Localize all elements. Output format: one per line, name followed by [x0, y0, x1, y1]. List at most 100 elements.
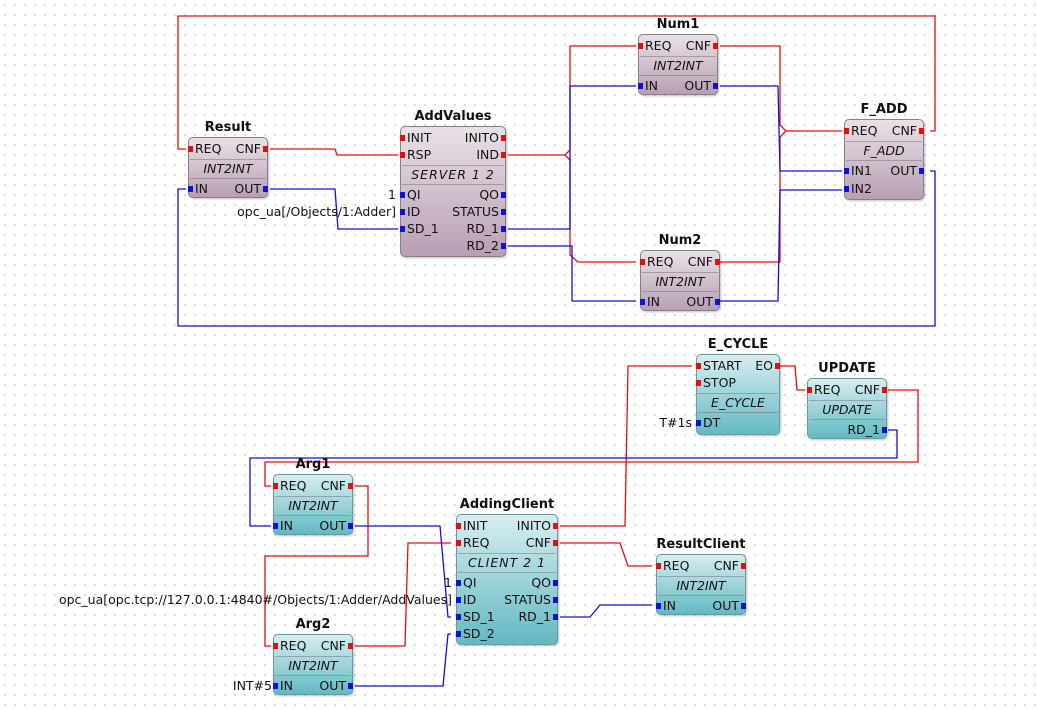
port-in[interactable]: IN — [640, 294, 660, 310]
port-inito[interactable]: INITO — [465, 130, 506, 146]
port-qo[interactable]: QO — [479, 187, 506, 203]
param-addingclient-qi[interactable]: 1 — [444, 575, 452, 590]
port-status[interactable]: STATUS — [504, 592, 558, 608]
block-addingclient[interactable]: AddingClient INIT INITO REQ CNF CLIENT 2… — [456, 497, 558, 645]
port-start[interactable]: START — [696, 358, 742, 374]
block-body — [844, 119, 924, 200]
port-req[interactable]: REQ — [273, 638, 306, 654]
block-title: AddValues — [414, 109, 492, 124]
port-req[interactable]: REQ — [273, 478, 306, 494]
port-out[interactable]: OUT — [712, 598, 746, 614]
port-out[interactable]: OUT — [890, 163, 924, 179]
wire-client-rd1-to-resultclient-in — [560, 604, 652, 618]
block-type: E_CYCLE — [711, 395, 765, 410]
block-title: AddingClient — [459, 497, 555, 512]
port-in[interactable]: IN — [656, 598, 676, 614]
wire-addvalues-rd2-to-num2-in — [508, 245, 636, 302]
param-addvalues-qi[interactable]: 1 — [388, 187, 396, 202]
param-addingclient-id[interactable]: opc_ua[opc.tcp://127.0.0.1:4840#/Objects… — [58, 592, 452, 607]
port-cnf[interactable]: CNF — [688, 254, 720, 270]
block-title: F_ADD — [860, 102, 908, 117]
block-result[interactable]: Result REQ CNF INT2INT IN OUT — [188, 120, 268, 198]
param-addvalues-id[interactable]: opc_ua[/Objects/1:Adder] — [237, 204, 396, 219]
port-rd1[interactable]: RD_1 — [847, 422, 887, 438]
port-qi[interactable]: QI — [400, 187, 421, 203]
port-status[interactable]: STATUS — [452, 204, 506, 220]
port-sd1[interactable]: SD_1 — [456, 609, 495, 625]
port-rsp[interactable]: RSP — [400, 147, 431, 163]
port-init[interactable]: INIT — [400, 130, 431, 146]
wire-arg1-cnf-to-arg2-req — [264, 485, 369, 647]
block-arg2[interactable]: Arg2 REQ CNF INT2INT IN OUT — [273, 617, 353, 695]
port-out[interactable]: OUT — [686, 294, 720, 310]
port-qi[interactable]: QI — [456, 575, 477, 591]
port-cnf[interactable]: CNF — [714, 558, 746, 574]
wire-arg2-out-to-client-sd2 — [355, 633, 451, 687]
block-arg1[interactable]: Arg1 REQ CNF INT2INT IN OUT — [273, 457, 353, 535]
wire-ecycle-eo-to-update-req — [780, 365, 805, 391]
port-in[interactable]: IN — [273, 518, 293, 534]
block-f-add[interactable]: F_ADD REQ CNF F_ADD IN1 OUT IN2 — [844, 102, 924, 200]
port-out[interactable]: OUT — [684, 78, 718, 94]
port-rd2[interactable]: RD_2 — [466, 238, 506, 254]
port-req[interactable]: REQ — [807, 382, 840, 398]
wire-result-out-to-addvalues-sd1 — [270, 188, 398, 230]
port-cnf[interactable]: CNF — [686, 38, 718, 54]
wire-num2-cnf-to-fadd-req — [720, 130, 787, 263]
port-in[interactable]: IN — [273, 678, 293, 694]
block-update[interactable]: UPDATE REQ CNF UPDATE RD_1 — [807, 361, 887, 439]
block-type: INT2INT — [655, 274, 705, 289]
block-num1[interactable]: Num1 REQ CNF INT2INT IN OUT — [638, 17, 718, 95]
param-e-cycle-dt[interactable]: T#1s — [659, 415, 692, 430]
port-cnf[interactable]: CNF — [892, 123, 924, 139]
block-resultclient[interactable]: ResultClient REQ CNF INT2INT IN OUT — [656, 537, 746, 615]
block-title: UPDATE — [818, 361, 876, 376]
port-inito[interactable]: INITO — [517, 518, 558, 534]
port-req[interactable]: REQ — [844, 123, 877, 139]
port-id[interactable]: ID — [456, 592, 476, 608]
block-num2[interactable]: Num2 REQ CNF INT2INT IN OUT — [640, 233, 720, 311]
wire-fadd-cnf-to-result-req — [177, 15, 936, 150]
block-e-cycle[interactable]: E_CYCLE START EO STOP E_CYCLE DT — [696, 337, 780, 435]
block-body — [456, 514, 558, 645]
port-rd1[interactable]: RD_1 — [518, 609, 558, 625]
port-eo[interactable]: EO — [755, 358, 780, 374]
port-out[interactable]: OUT — [319, 518, 353, 534]
wire-num1-out-to-fadd-in1 — [720, 85, 842, 172]
port-cnf[interactable]: CNF — [526, 535, 558, 551]
port-cnf[interactable]: CNF — [855, 382, 887, 398]
port-id[interactable]: ID — [400, 204, 420, 220]
wire-num1-cnf-to-fadd-req — [720, 45, 842, 132]
port-cnf[interactable]: CNF — [321, 638, 353, 654]
port-req[interactable]: REQ — [640, 254, 673, 270]
port-cnf[interactable]: CNF — [236, 141, 268, 157]
port-qo[interactable]: QO — [531, 575, 558, 591]
port-dt[interactable]: DT — [696, 415, 720, 431]
port-req[interactable]: REQ — [656, 558, 689, 574]
port-cnf[interactable]: CNF — [321, 478, 353, 494]
port-in2[interactable]: IN2 — [844, 181, 872, 197]
port-in[interactable]: IN — [188, 181, 208, 197]
wire-update-rd1-to-arg1-in — [249, 429, 898, 527]
block-type: F_ADD — [863, 143, 905, 158]
port-req[interactable]: REQ — [188, 141, 221, 157]
port-out[interactable]: OUT — [319, 678, 353, 694]
port-sd1[interactable]: SD_1 — [400, 221, 439, 237]
wire-fadd-out-to-result-in — [177, 170, 936, 327]
wire-num2-out-to-fadd-in2 — [720, 189, 842, 302]
port-req[interactable]: REQ — [456, 535, 489, 551]
port-req[interactable]: REQ — [638, 38, 671, 54]
port-sd2[interactable]: SD_2 — [456, 626, 495, 642]
wire-arg1-out-to-client-sd1 — [355, 525, 451, 618]
port-rd1[interactable]: RD_1 — [466, 221, 506, 237]
port-in1[interactable]: IN1 — [844, 163, 872, 179]
block-addvalues[interactable]: AddValues INIT INITO RSP IND SERVER 1 2 … — [400, 109, 506, 257]
port-init[interactable]: INIT — [456, 518, 487, 534]
port-out[interactable]: OUT — [234, 181, 268, 197]
wire-addvalues-ind-to-num1-req — [508, 45, 636, 156]
param-arg2-in[interactable]: INT#5 — [232, 678, 272, 693]
port-ind[interactable]: IND — [476, 147, 506, 163]
block-body — [696, 354, 780, 435]
port-stop[interactable]: STOP — [696, 375, 736, 391]
port-in[interactable]: IN — [638, 78, 658, 94]
